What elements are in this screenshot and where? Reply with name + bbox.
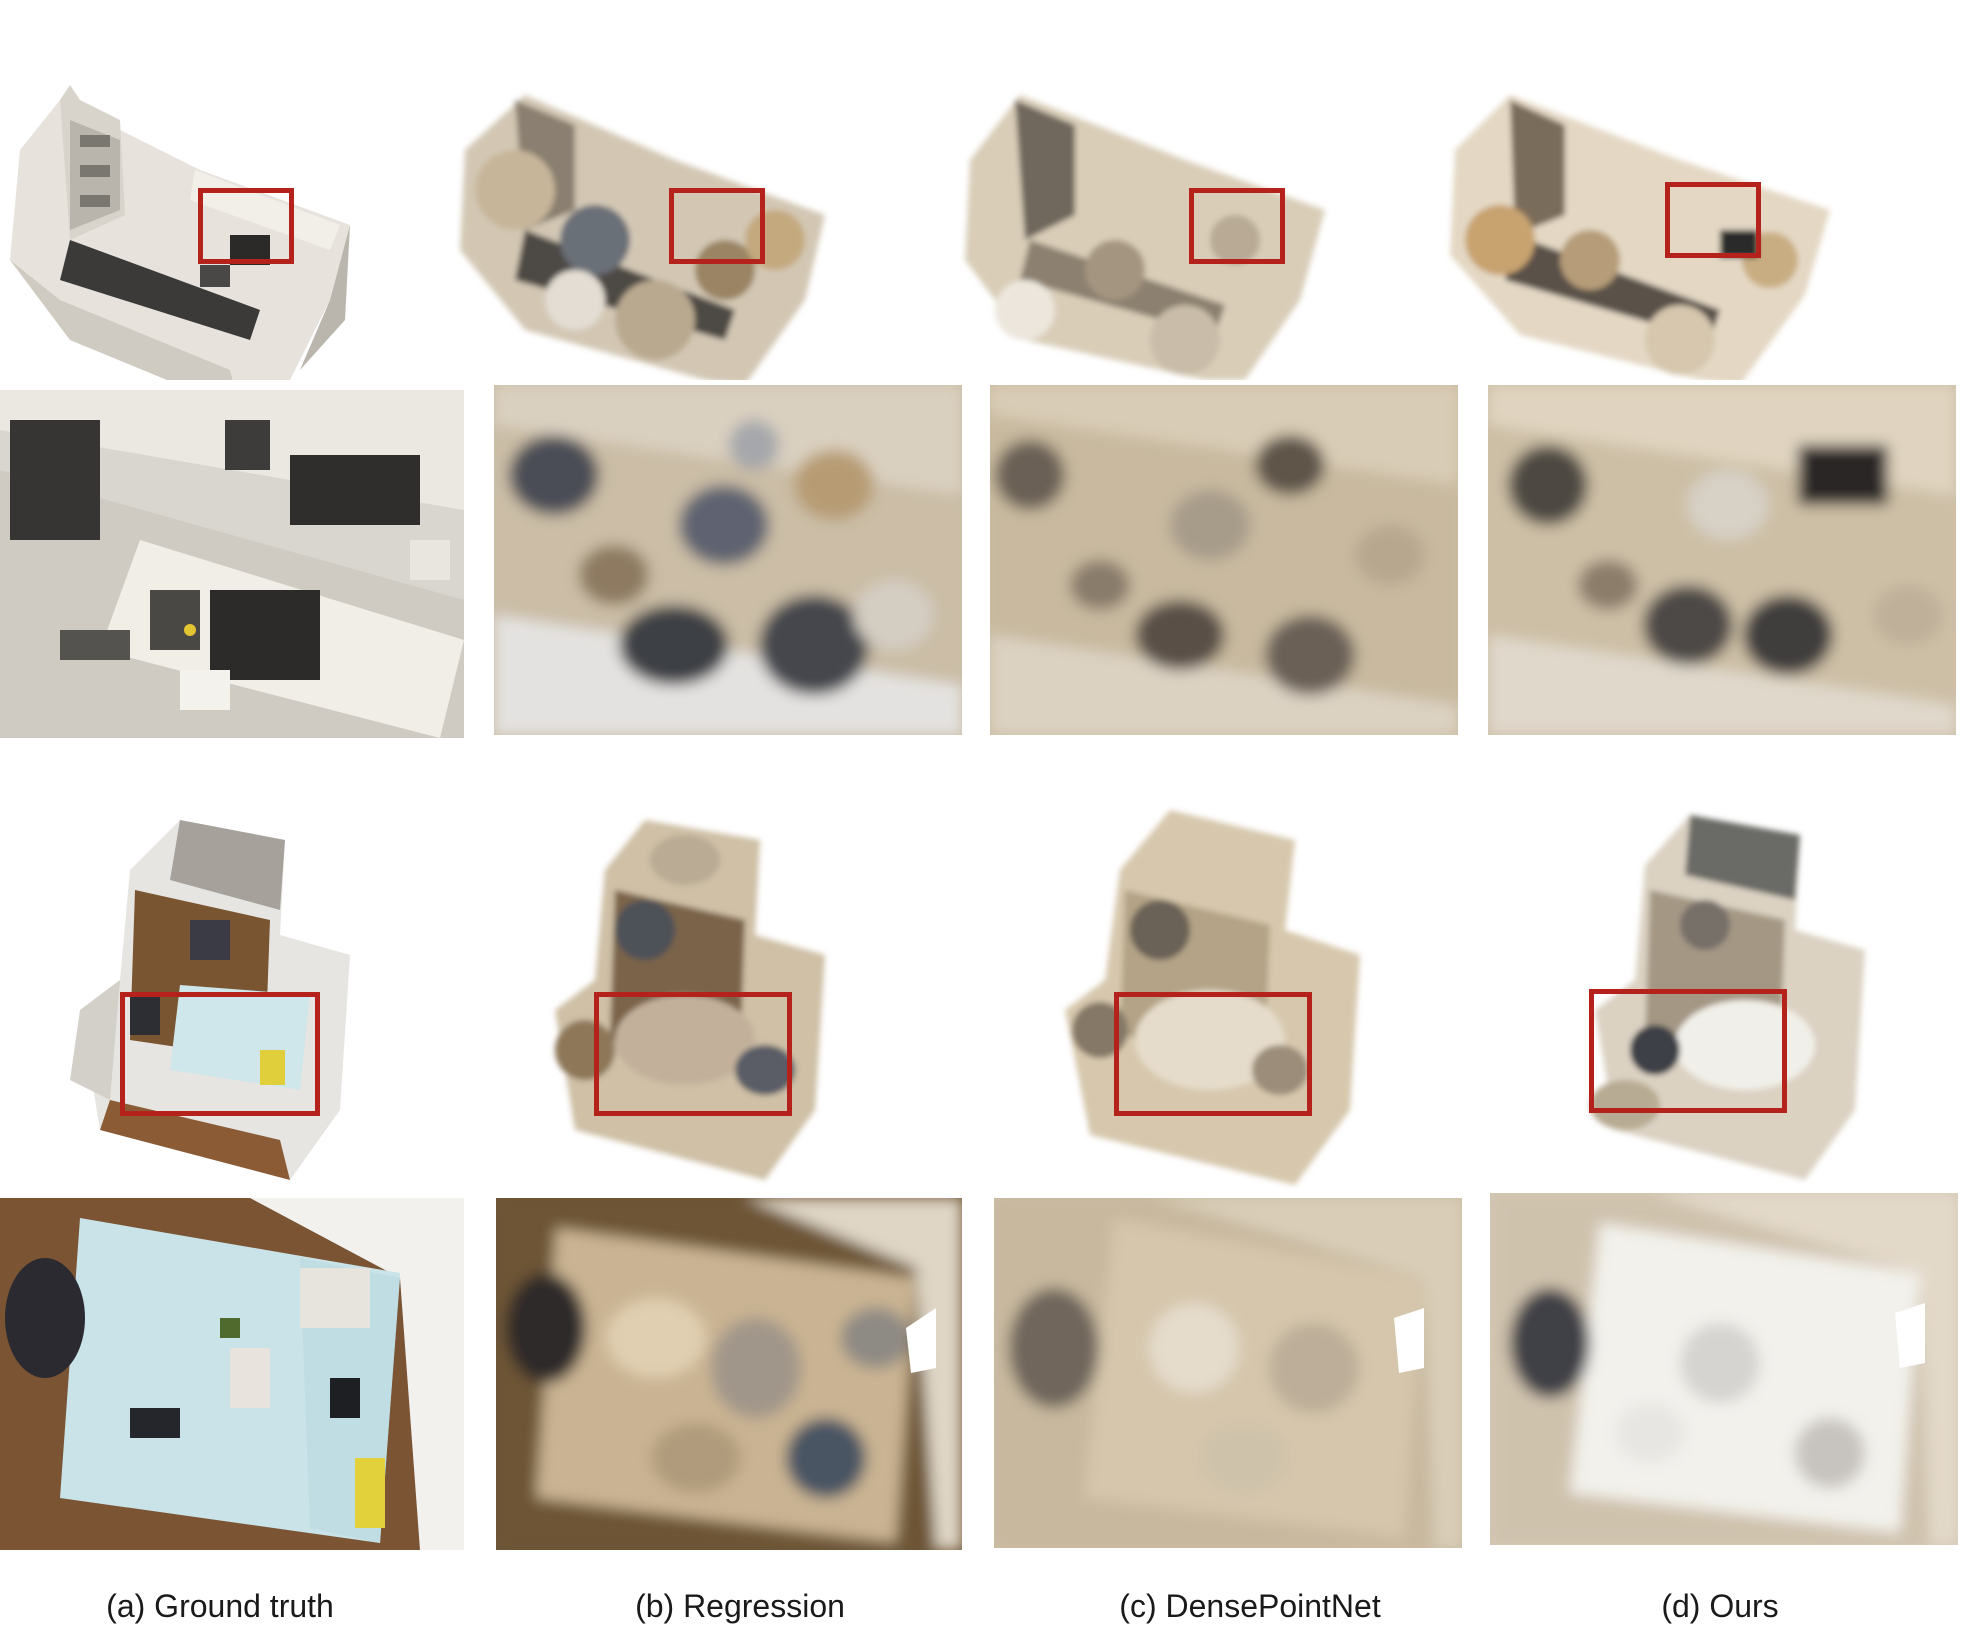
row3-ours-overview — [1565, 805, 1885, 1195]
row1-regression-overview — [455, 40, 835, 380]
caption-densepointnet: (c) DensePointNet — [1119, 1588, 1381, 1624]
row2-densepointnet-crop — [990, 385, 1458, 735]
row2-ours-crop — [1488, 385, 1956, 735]
row2-gt-crop — [0, 390, 464, 738]
row3-densepointnet-highlight-box — [1114, 992, 1312, 1116]
row1-gt-highlight-box — [198, 188, 294, 264]
row3-regression-highlight-box — [594, 992, 792, 1116]
row1-regression-highlight-box — [669, 188, 765, 264]
row1-gt-overview — [0, 40, 360, 380]
caption-regression: (b) Regression — [635, 1588, 845, 1624]
row2-regression-crop — [494, 385, 962, 735]
row4-gt-crop — [0, 1198, 464, 1550]
row1-ours-overview — [1440, 40, 1840, 380]
row3-gt-highlight-box — [120, 992, 320, 1116]
row3-gt-overview — [40, 810, 370, 1190]
row4-densepointnet-crop — [994, 1198, 1462, 1548]
row3-densepointnet-overview — [1030, 800, 1370, 1200]
row4-regression-crop — [496, 1198, 962, 1550]
row1-ours-highlight-box — [1665, 182, 1761, 258]
row3-ours-highlight-box — [1589, 989, 1787, 1113]
row4-ours-crop — [1490, 1193, 1958, 1545]
row1-densepointnet-overview — [955, 40, 1335, 380]
caption-ground-truth: (a) Ground truth — [106, 1588, 334, 1624]
row1-densepointnet-highlight-box — [1189, 188, 1285, 264]
row3-regression-overview — [525, 810, 845, 1190]
caption-ours: (d) Ours — [1661, 1588, 1779, 1624]
